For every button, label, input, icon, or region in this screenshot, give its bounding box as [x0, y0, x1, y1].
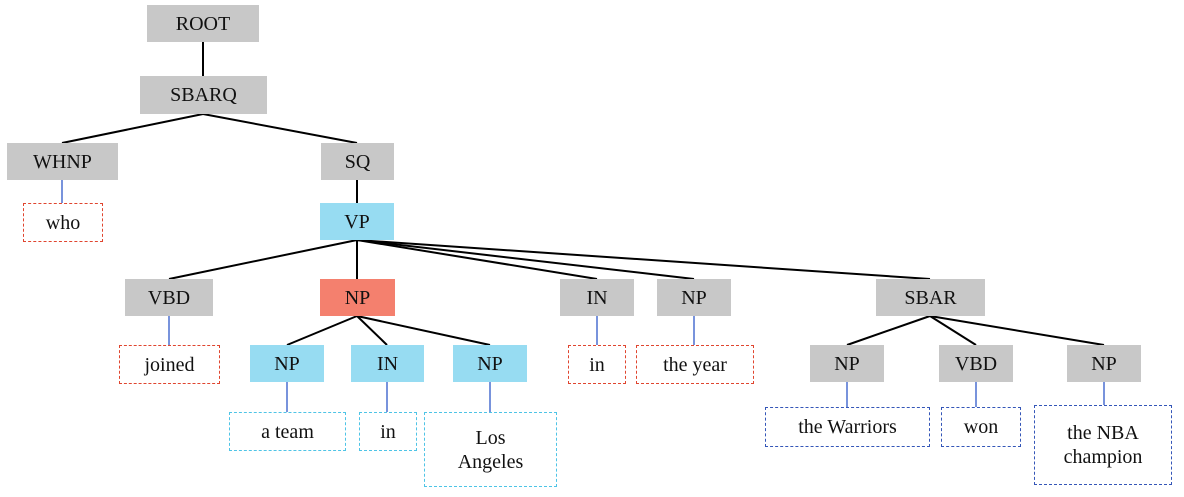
edge-np-npteam — [286, 315, 358, 346]
leaf-won: won — [941, 407, 1021, 447]
edge-sbar-vbd — [929, 315, 977, 346]
node-np-nba: NP — [1067, 345, 1141, 382]
node-np-warriors: NP — [810, 345, 884, 382]
leaf-the-year: the year — [636, 345, 754, 384]
leaf-a-team: a team — [229, 412, 346, 451]
leaf-nba-champion: the NBA champion — [1034, 405, 1172, 485]
leaf-the-warriors: the Warriors — [765, 407, 930, 447]
node-np-year: NP — [657, 279, 731, 316]
leaf-joined: joined — [119, 345, 220, 384]
edge-vp-in — [356, 239, 598, 280]
node-vp: VP — [320, 203, 394, 240]
edge-vp-np-year — [356, 239, 695, 280]
edge-vp-sbar — [356, 239, 931, 280]
node-in: IN — [560, 279, 634, 316]
edge-sbarq-sq — [202, 113, 358, 144]
leaf-in-2: in — [568, 345, 626, 384]
node-whnp: WHNP — [7, 143, 118, 180]
edge-sbarq-whnp — [61, 113, 204, 144]
edge-np-npla — [356, 315, 491, 346]
leaf-who: who — [23, 203, 103, 242]
leaf-los-angeles: Los Angeles — [424, 412, 557, 487]
node-in-sub: IN — [351, 345, 424, 382]
edge-np-in — [356, 315, 388, 346]
node-root: ROOT — [147, 5, 259, 42]
edge-sbar-npwarriors — [846, 315, 931, 346]
node-sbarq: SBARQ — [140, 76, 267, 114]
leaf-in: in — [359, 412, 417, 451]
node-np-main: NP — [320, 279, 395, 316]
node-sq: SQ — [321, 143, 394, 180]
edge-vp-vbd — [168, 239, 358, 280]
node-np-la: NP — [453, 345, 527, 382]
node-np-team: NP — [250, 345, 324, 382]
edge-sbar-npnba — [929, 315, 1105, 346]
node-vbd2: VBD — [939, 345, 1013, 382]
node-sbar: SBAR — [876, 279, 985, 316]
node-vbd: VBD — [125, 279, 213, 316]
